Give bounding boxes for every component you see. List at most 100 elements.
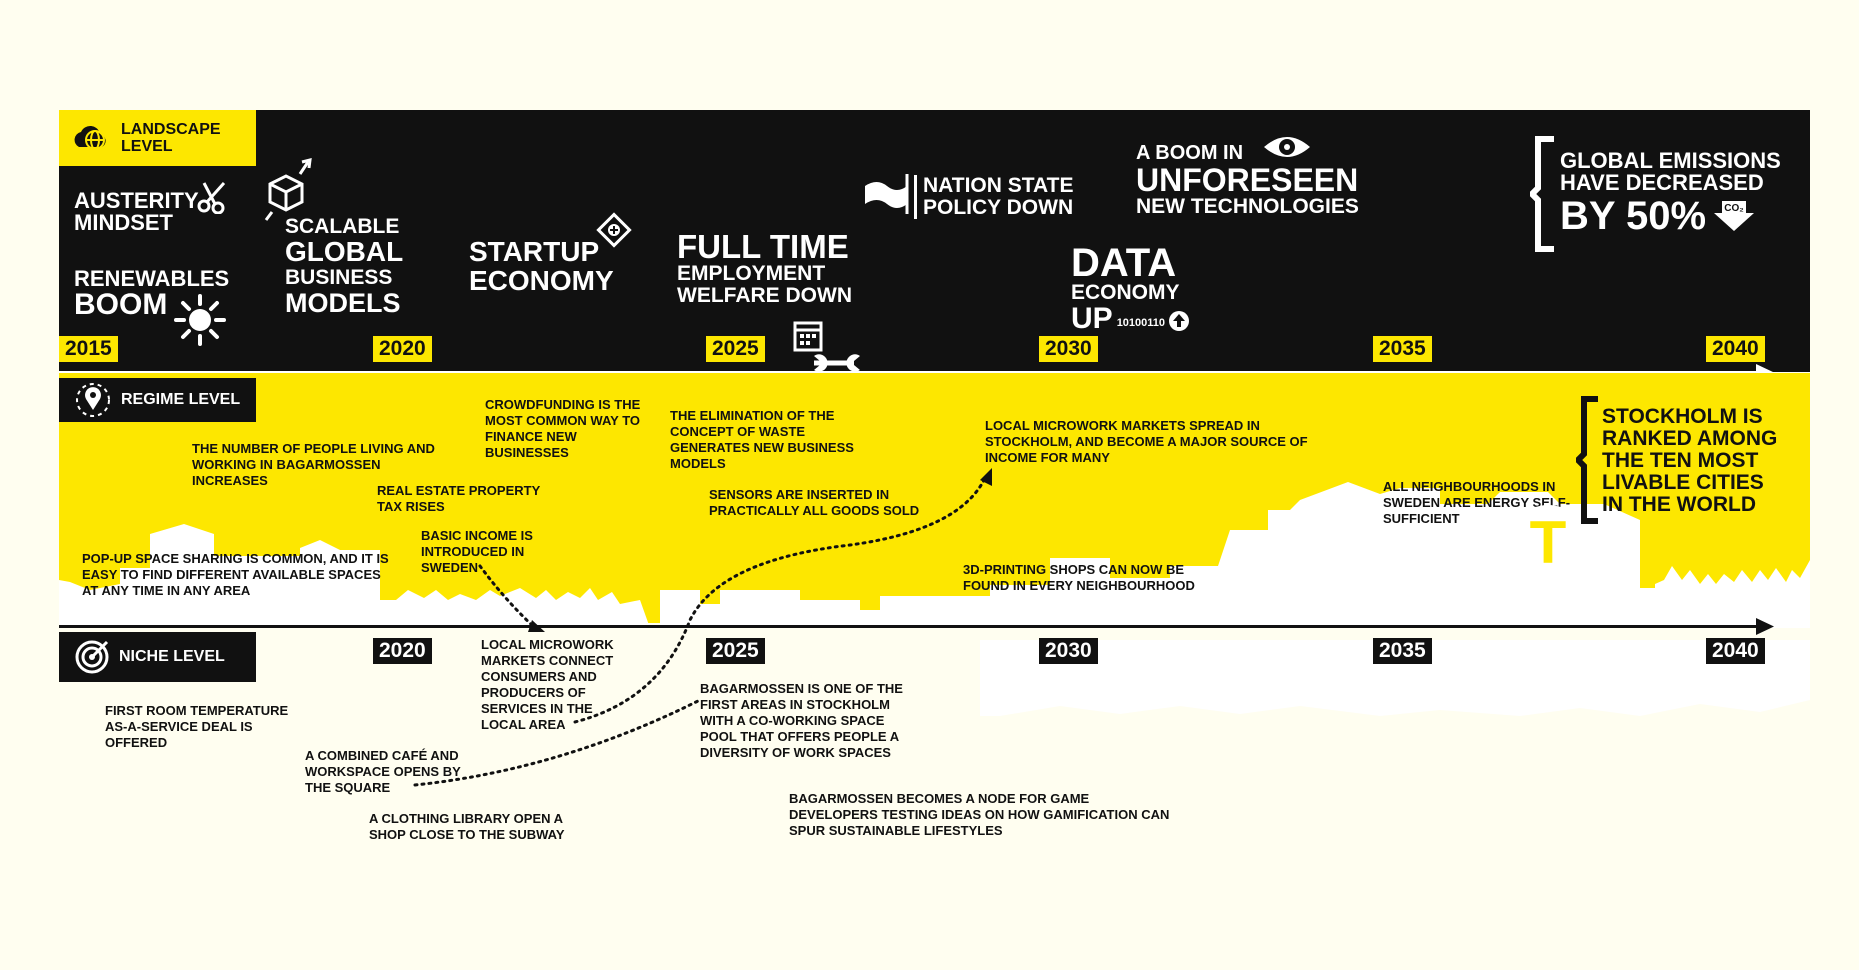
data-binary-text: 10100110	[1116, 317, 1166, 329]
regime-event-energy-self-sufficient: ALL NEIGHBOURHOODS IN SWEDEN ARE ENERGY …	[1383, 479, 1571, 526]
event-startup-economy: STARTUP ECONOMY	[469, 237, 614, 295]
landscape-year-2030: 2030	[1039, 336, 1098, 362]
location-pin-icon	[76, 383, 110, 417]
bracket-icon	[1576, 396, 1598, 524]
niche-year-2025: 2025	[706, 638, 765, 664]
landscape-year-2035: 2035	[1373, 336, 1432, 362]
data-line3: UP	[1071, 302, 1113, 335]
landscape-level-label: LANDSCAPE LEVEL	[59, 110, 256, 166]
austerity-line1: AUSTERITY	[74, 188, 199, 213]
niche-year-2040: 2040	[1706, 638, 1765, 664]
arrowhead-microwork-regime	[980, 468, 992, 486]
regime-event-basic-income: BASIC INCOME IS INTRODUCED IN SWEDEN	[421, 528, 533, 575]
fulltime-line1: FULL TIME	[677, 228, 849, 265]
niche-year-2030: 2030	[1039, 638, 1098, 664]
arrow-microwork-to-regime-microwork	[573, 476, 987, 724]
landscape-axis-line	[59, 371, 1759, 374]
bracket-icon	[1530, 136, 1554, 252]
landscape-label-line1: LANDSCAPE	[121, 121, 221, 138]
event-boom-unforeseen-technologies: A BOOM IN UNFORESEEN NEW TECHNOLOGIES	[1136, 142, 1359, 218]
landscape-label-line2: LEVEL	[121, 138, 173, 155]
stockholm-line2: RANKED AMONG	[1602, 427, 1778, 450]
box-arrows-icon	[264, 158, 312, 221]
up-arrow-circle-icon	[1169, 311, 1190, 331]
regime-event-stockholm-livable: STOCKHOLM IS RANKED AMONG THE TEN MOST L…	[1602, 406, 1777, 516]
emissions-line2: HAVE DECREASED	[1560, 170, 1764, 195]
fulltime-line3: WELFARE DOWN	[677, 284, 852, 307]
data-line1: DATA	[1071, 241, 1177, 285]
boom-line2: UNFORESEEN	[1136, 162, 1359, 198]
regime-event-crowdfunding: CROWDFUNDING IS THE MOST COMMON WAY TO F…	[485, 397, 641, 460]
target-icon	[75, 640, 109, 674]
event-austerity-mindset: AUSTERITY MINDSET	[74, 190, 199, 234]
co2-down-arrow-icon: CO₂	[1714, 201, 1755, 231]
boom-line3: NEW TECHNOLOGIES	[1136, 195, 1359, 218]
scalable-line3: BUSINESS	[285, 266, 393, 289]
wrench-icon	[814, 354, 860, 372]
stockholm-line3: THE TEN MOST	[1602, 449, 1759, 472]
scalable-line1: SCALABLE	[285, 215, 400, 238]
regime-event-elimination-waste: THE ELIMINATION OF THE CONCEPT OF WASTE …	[670, 408, 854, 471]
event-renewables-boom: RENEWABLES BOOM	[74, 268, 229, 320]
landscape-year-2015: 2015	[59, 336, 118, 362]
calendar-icon	[793, 321, 823, 352]
event-global-emissions-decreased: GLOBAL EMISSIONS HAVE DECREASED BY 50% C…	[1560, 148, 1781, 239]
regime-label-text: REGIME LEVEL	[121, 391, 241, 408]
emissions-line3: BY 50%	[1560, 194, 1707, 238]
arrowhead-basic-income	[528, 620, 545, 632]
niche-event-cafe-workspace: A COMBINED CAFÉ AND WORKSPACE OPENS BY T…	[305, 748, 461, 795]
eye-icon	[1264, 137, 1310, 157]
startup-line2: ECONOMY	[469, 265, 614, 296]
niche-event-game-developers: BAGARMOSSEN BECOMES A NODE FOR GAME DEVE…	[789, 791, 1170, 838]
stockholm-line5: IN THE WORLD	[1602, 493, 1756, 516]
scalable-line4: MODELS	[285, 288, 401, 318]
niche-event-room-temperature: FIRST ROOM TEMPERATURE AS-A-SERVICE DEAL…	[105, 703, 289, 750]
niche-year-2035: 2035	[1373, 638, 1432, 664]
niche-event-clothing-library: A CLOTHING LIBRARY OPEN A SHOP CLOSE TO …	[369, 811, 565, 842]
event-nation-state-policy-down: NATION STATE POLICY DOWN	[914, 175, 1074, 219]
regime-event-microwork-spread: LOCAL MICROWORK MARKETS SPREAD IN STOCKH…	[985, 418, 1308, 465]
renewables-line2: BOOM	[74, 288, 168, 321]
niche-event-coworking-pool: BAGARMOSSEN IS ONE OF THE FIRST AREAS IN…	[700, 681, 903, 760]
stockholm-line1: STOCKHOLM IS	[1602, 405, 1763, 428]
arrow-cafe-to-coworking	[413, 698, 702, 787]
cloud-globe-icon	[74, 125, 106, 150]
event-data-economy-up: DATA ECONOMY UP 10100110	[1071, 241, 1190, 335]
nation-line1: NATION STATE	[923, 174, 1074, 197]
niche-axis-line	[59, 625, 1759, 628]
startup-line1: STARTUP	[469, 236, 600, 267]
austerity-line2: MINDSET	[74, 210, 173, 235]
regime-event-3d-printing: 3D-PRINTING SHOPS CAN NOW BE FOUND IN EV…	[963, 562, 1195, 593]
scissors-icon	[197, 181, 226, 214]
co2-label: CO₂	[1724, 203, 1744, 214]
event-full-time-employment-down: FULL TIME EMPLOYMENT WELFARE DOWN	[677, 230, 852, 307]
niche-axis-arrow	[1756, 618, 1774, 635]
subway-sign	[1510, 505, 1586, 581]
niche-year-2020: 2020	[373, 638, 432, 664]
regime-event-real-estate-tax: REAL ESTATE PROPERTY TAX RISES	[377, 483, 541, 514]
landscape-year-2040: 2040	[1706, 336, 1765, 362]
regime-event-popup-space: POP-UP SPACE SHARING IS COMMON, AND IT I…	[82, 551, 389, 598]
stockholm-line4: LIVABLE CITIES	[1602, 471, 1764, 494]
fulltime-line2: EMPLOYMENT	[677, 262, 826, 285]
boom-line1: A BOOM IN	[1136, 142, 1244, 164]
flag-icon	[865, 174, 909, 214]
regime-event-people-increases: THE NUMBER OF PEOPLE LIVING AND WORKING …	[192, 441, 435, 488]
arrow-basic-income-to-microwork	[478, 564, 537, 630]
data-line2: ECONOMY	[1071, 281, 1180, 304]
regime-event-sensors: SENSORS ARE INSERTED IN PRACTICALLY ALL …	[709, 487, 920, 518]
emissions-line1: GLOBAL EMISSIONS	[1560, 148, 1781, 173]
landscape-year-2025: 2025	[706, 336, 765, 362]
renewables-line1: RENEWABLES	[74, 266, 230, 291]
subway-sign-pole	[1540, 578, 1556, 623]
niche-label-text: NICHE LEVEL	[119, 648, 225, 665]
regime-level-label: REGIME LEVEL	[59, 378, 256, 422]
niche-event-local-microwork: LOCAL MICROWORK MARKETS CONNECT CONSUMER…	[481, 637, 614, 732]
niche-level-label: NICHE LEVEL	[59, 632, 256, 682]
scalable-line2: GLOBAL	[285, 236, 404, 267]
landscape-year-2020: 2020	[373, 336, 432, 362]
plus-diamond-icon	[596, 212, 632, 248]
